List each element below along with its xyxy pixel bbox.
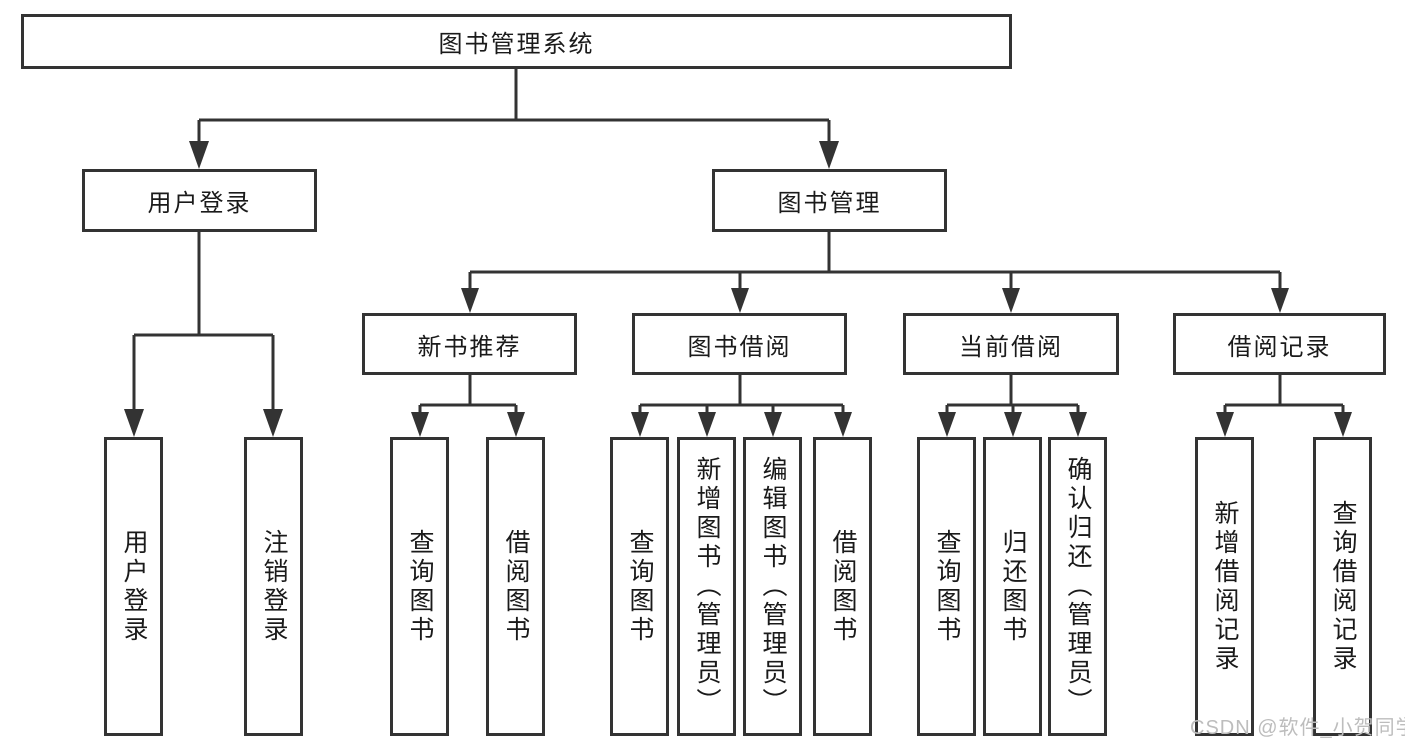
- leaf-label: 借阅图书: [829, 528, 857, 645]
- node-root-system: 图书管理系统: [21, 14, 1012, 69]
- arrowhead: [507, 412, 525, 437]
- leaf-query-borrow-record: 查询借阅记录: [1313, 437, 1372, 736]
- leaf-label: 确认归还（管理员）: [1064, 456, 1092, 717]
- arrowhead: [631, 412, 649, 437]
- leaf-borrow-books-2: 借阅图书: [813, 437, 872, 736]
- leaf-label: 新增图书（管理员）: [693, 456, 721, 717]
- leaf-label: 查询图书: [933, 528, 961, 645]
- leaf-label: 注销登录: [260, 528, 288, 645]
- node-borrow-records: 借阅记录: [1173, 313, 1386, 375]
- leaf-label: 用户登录: [120, 528, 148, 645]
- branch-book-mgmt: [468, 232, 1282, 293]
- arrowhead: [938, 412, 956, 437]
- leaf-label: 新增借阅记录: [1211, 499, 1239, 674]
- arrowhead: [1334, 412, 1352, 437]
- branch-root: [197, 69, 831, 145]
- arrowhead: [698, 412, 716, 437]
- leaf-label: 借阅图书: [502, 528, 530, 645]
- leaf-add-books-admin: 新增图书（管理员）: [677, 437, 736, 736]
- leaf-query-books-3: 查询图书: [917, 437, 976, 736]
- branch-book-borrow: [638, 375, 845, 417]
- arrowhead: [834, 412, 852, 437]
- leaf-label: 编辑图书（管理员）: [759, 456, 787, 717]
- leaf-add-borrow-record: 新增借阅记录: [1195, 437, 1254, 736]
- leaf-query-books-2: 查询图书: [610, 437, 669, 736]
- node-current-borrow: 当前借阅: [903, 313, 1119, 375]
- leaf-return-books: 归还图书: [983, 437, 1042, 736]
- leaf-borrow-books-1: 借阅图书: [486, 437, 545, 736]
- leaf-query-books-1: 查询图书: [390, 437, 449, 736]
- leaf-user-login: 用户登录: [104, 437, 163, 736]
- arrowhead: [189, 141, 209, 169]
- node-book-management: 图书管理: [712, 169, 947, 232]
- leaf-edit-books-admin: 编辑图书（管理员）: [743, 437, 802, 736]
- branch-current-borrow: [945, 375, 1080, 417]
- node-book-borrow: 图书借阅: [632, 313, 847, 375]
- arrowhead: [1069, 412, 1087, 437]
- arrowhead: [764, 412, 782, 437]
- arrowhead: [731, 288, 749, 313]
- branch-borrow-records: [1223, 375, 1345, 417]
- arrowhead: [1216, 412, 1234, 437]
- node-user-login: 用户登录: [82, 169, 317, 232]
- arrowhead: [461, 288, 479, 313]
- arrowhead: [263, 409, 283, 437]
- arrowhead: [1271, 288, 1289, 313]
- leaf-label: 归还图书: [999, 528, 1027, 645]
- node-new-book-recommend: 新书推荐: [362, 313, 577, 375]
- arrowhead: [1002, 288, 1020, 313]
- arrowhead: [1004, 412, 1022, 437]
- leaf-confirm-return-admin: 确认归还（管理员）: [1048, 437, 1107, 736]
- branch-new-books: [418, 375, 518, 417]
- leaf-label: 查询图书: [406, 528, 434, 645]
- csdn-watermark: CSDN @软件_小贺同学: [1190, 717, 1405, 739]
- leaf-label: 查询借阅记录: [1329, 499, 1357, 674]
- arrowhead: [124, 409, 144, 437]
- branch-user-login: [132, 232, 275, 413]
- leaf-logout: 注销登录: [244, 437, 303, 736]
- arrowhead: [819, 141, 839, 169]
- leaf-label: 查询图书: [626, 528, 654, 645]
- arrowhead: [411, 412, 429, 437]
